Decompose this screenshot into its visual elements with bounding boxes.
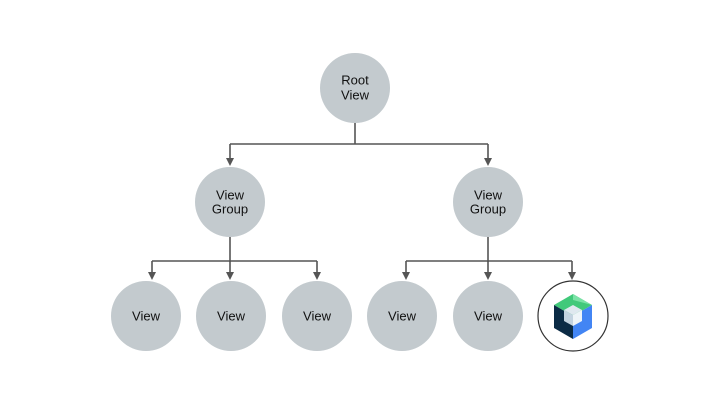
root-node-label-line2: View	[341, 87, 370, 102]
group-node-left-label-line1: View	[216, 187, 245, 202]
leaf-node-4-label: View	[388, 308, 417, 323]
connectors	[148, 122, 576, 280]
leaf-node-2-label: View	[217, 308, 246, 323]
logo-inner-right	[573, 310, 582, 326]
leaf-node-1: View	[111, 281, 181, 351]
leaf-node-3: View	[282, 281, 352, 351]
leaf-node-2: View	[196, 281, 266, 351]
group-node-right: View Group	[453, 167, 523, 237]
group-node-left: View Group	[195, 167, 265, 237]
logo-hex-top-highlight	[573, 294, 592, 305]
root-node-label-line1: Root	[341, 72, 369, 87]
jetpack-compose-logo-icon	[537, 280, 609, 352]
group-node-right-label-line1: View	[474, 187, 503, 202]
leaf-node-1-circle	[111, 281, 181, 351]
leaf-node-5: View	[453, 281, 523, 351]
logo-inner-left	[564, 310, 573, 326]
leaf-node-3-circle	[282, 281, 352, 351]
root-node-circle	[320, 53, 390, 123]
leaf-node-5-label: View	[474, 308, 503, 323]
leaf-node-2-circle	[196, 281, 266, 351]
group-node-left-label-line2: Group	[212, 201, 248, 216]
leaf-node-1-label: View	[132, 308, 161, 323]
group-node-right-circle	[453, 167, 523, 237]
leaf-node-4-circle	[367, 281, 437, 351]
leaf-node-4: View	[367, 281, 437, 351]
leaf-node-5-circle	[453, 281, 523, 351]
group-node-right-label-line2: Group	[470, 201, 506, 216]
root-node: Root View	[320, 53, 390, 123]
leaf-node-3-label: View	[303, 308, 332, 323]
group-node-left-circle	[195, 167, 265, 237]
